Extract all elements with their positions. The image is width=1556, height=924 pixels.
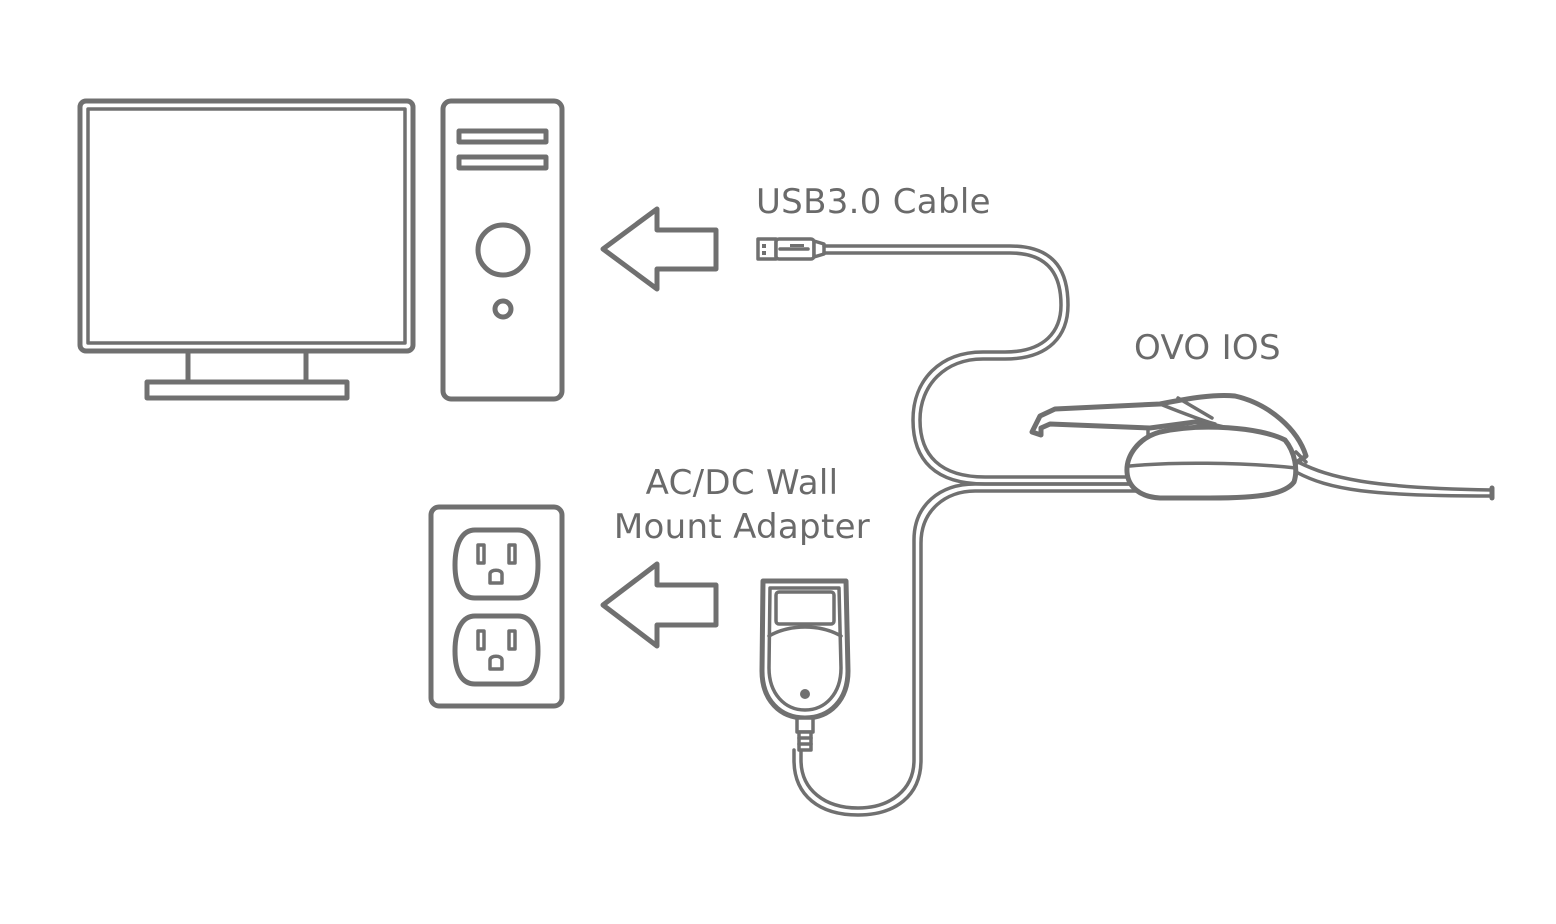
wall-outlet-icon <box>428 504 565 709</box>
power-cable <box>792 482 1142 817</box>
adapter-label: AC/DC Wall Mount Adapter <box>612 461 872 549</box>
pc-tower-icon <box>440 98 565 402</box>
arrow-left-icon <box>600 561 719 649</box>
arrow-left-icon <box>600 206 719 292</box>
monitor-icon <box>77 98 416 401</box>
adapter-label-line2: Mount Adapter <box>613 507 871 547</box>
usb-cable-label: USB3.0 Cable <box>756 182 991 222</box>
intraoral-scanner-icon <box>1029 393 1495 501</box>
usb-plug-icon <box>756 237 826 261</box>
scanner-label: OVO IOS <box>1134 328 1281 368</box>
adapter-label-line1: AC/DC Wall <box>645 463 839 503</box>
usb-cable <box>822 244 1142 486</box>
power-adapter-icon <box>759 578 851 752</box>
